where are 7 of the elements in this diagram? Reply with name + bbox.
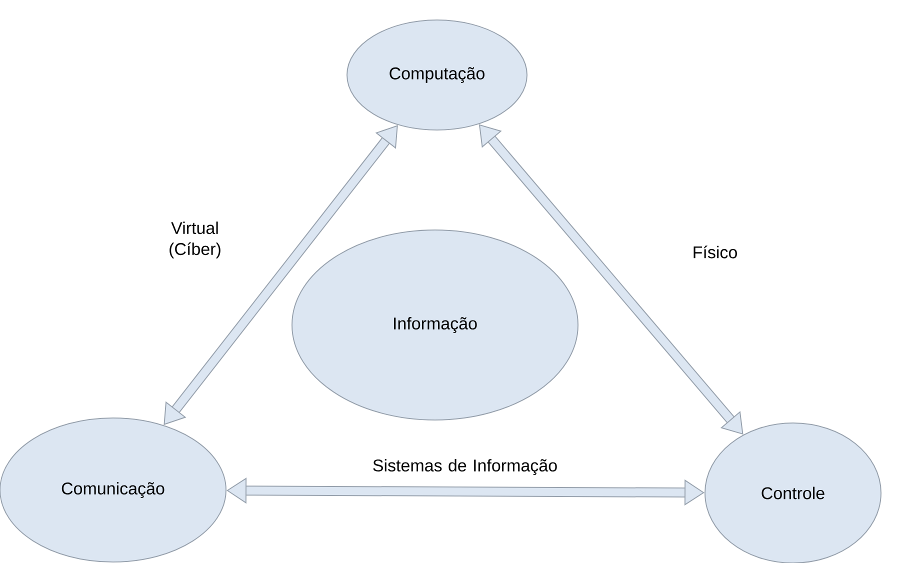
ellipse-node: Informação xyxy=(292,230,578,420)
ellipse-node: Computação xyxy=(346,20,528,130)
edge-label: Virtual (Cíber) xyxy=(170,222,220,258)
ellipse-node: Controle xyxy=(704,422,882,563)
ellipse-node: Comunicação xyxy=(0,418,226,562)
edge-label: Físico xyxy=(694,246,737,258)
edge-label: Sistemas de Informação xyxy=(373,459,557,475)
